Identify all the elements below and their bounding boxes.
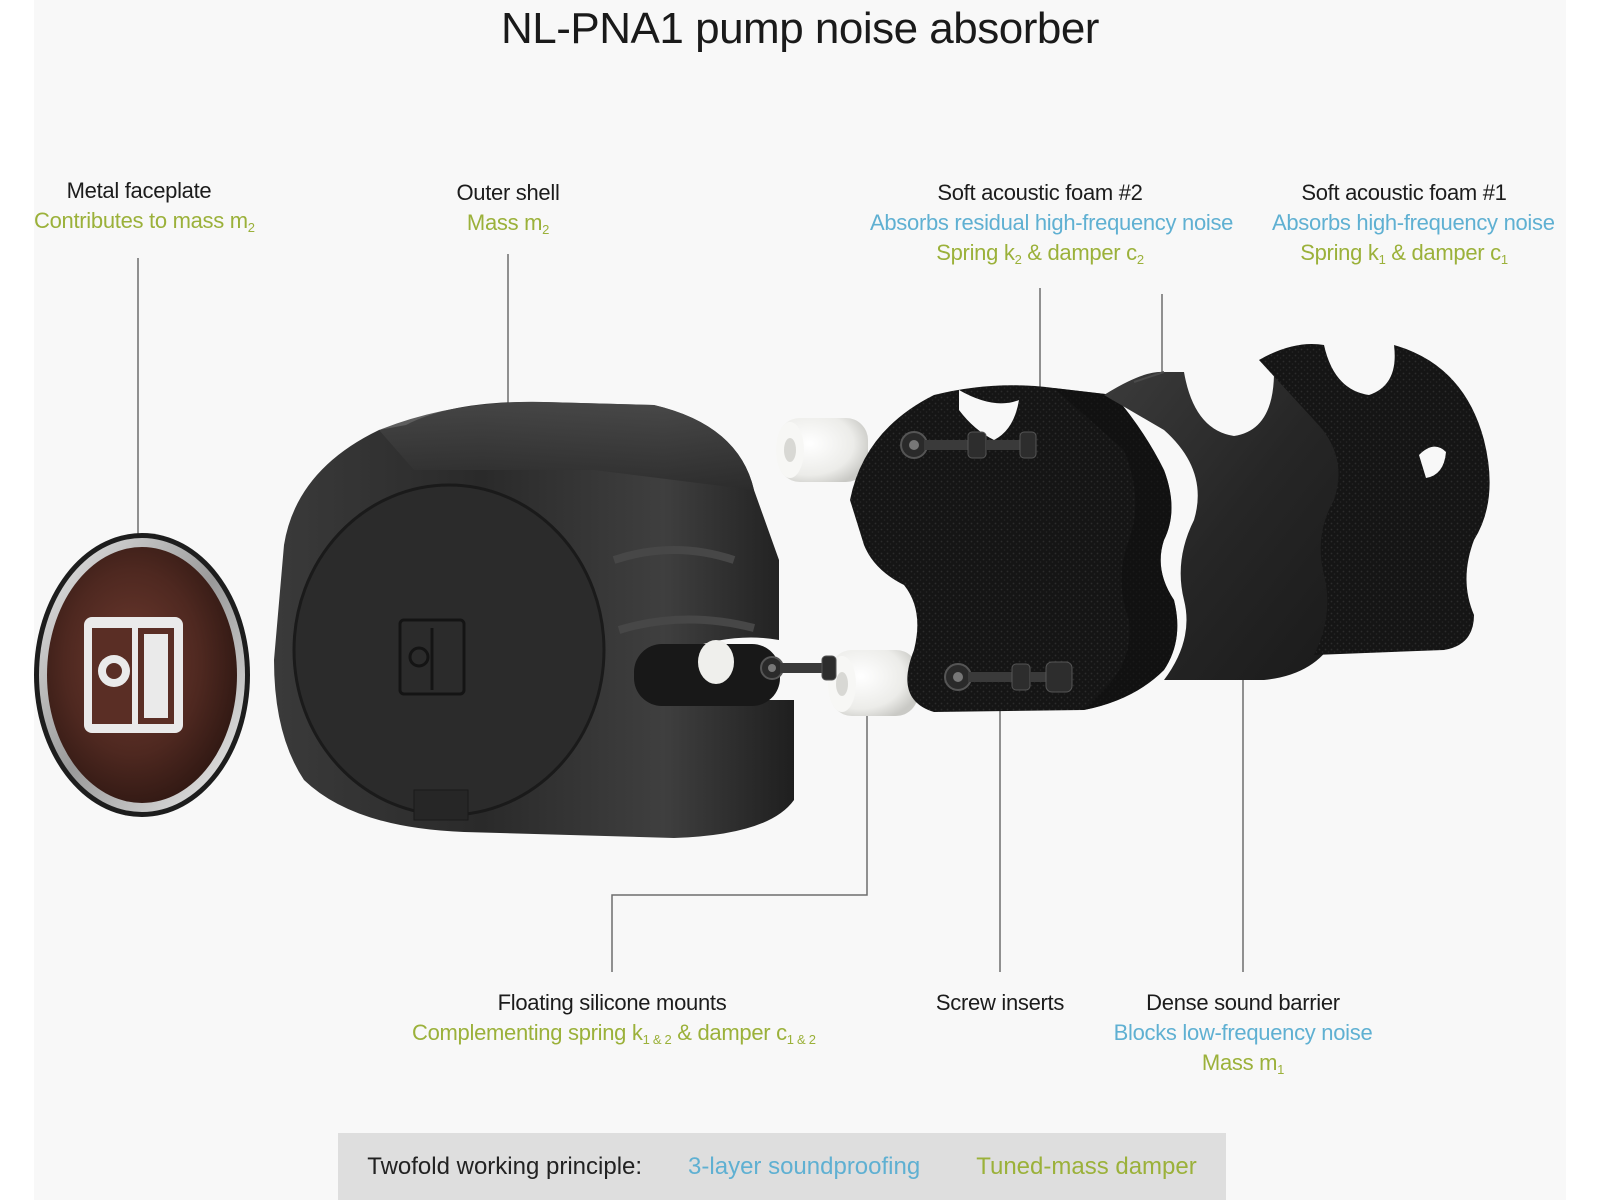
outer-shell-part	[274, 401, 794, 838]
acoustic-foam-2-part	[850, 385, 1178, 712]
principle-lead: Twofold working principle:	[367, 1152, 643, 1180]
metal-faceplate-name: Metal faceplate	[66, 178, 212, 203]
sound-barrier-mass: Mass m1	[1201, 1050, 1285, 1077]
label-outer-shell: Outer shell Mass m2	[408, 178, 608, 245]
screw-insert-part-upper	[900, 431, 1037, 459]
foam2-name: Soft acoustic foam #2	[937, 180, 1143, 205]
label-foam2: Soft acoustic foam #2 Absorbs residual h…	[870, 178, 1234, 275]
diagram-canvas: NL-PNA1 pump noise absorber	[34, 0, 1566, 1200]
silicone-mount-part-hidden	[698, 640, 734, 684]
metal-faceplate-part	[34, 533, 250, 817]
foam1-function: Absorbs high-frequency noise	[1272, 210, 1555, 235]
silicone-mounts-spring-damper: Complementing spring k1 & 2 & damper c1 …	[412, 1020, 816, 1047]
label-metal-faceplate: Metal faceplate Contributes to mass m2	[34, 176, 255, 243]
sound-barrier-function: Blocks low-frequency noise	[1113, 1020, 1373, 1045]
diagram-title: NL-PNA1 pump noise absorber	[501, 4, 1099, 53]
silicone-mount-part-upper	[776, 418, 868, 482]
screw-insert-part-shell	[760, 655, 837, 681]
shell-logo-icon	[398, 618, 466, 696]
acoustic-foam-1-part	[1259, 344, 1490, 655]
outer-shell-name: Outer shell	[456, 180, 560, 205]
label-screw-inserts: Screw inserts	[910, 988, 1090, 1018]
exploded-view-illustration	[34, 254, 1490, 972]
working-principle-banner: Twofold working principle: 3-layer sound…	[338, 1133, 1226, 1200]
foam2-spring-damper: Spring k2 & damper c2	[936, 240, 1144, 267]
leader-lines	[137, 254, 1244, 972]
dense-sound-barrier-part	[1104, 371, 1346, 680]
principle-tuned-mass-damper: Tuned-mass damper	[976, 1152, 1197, 1180]
leader-silicone	[611, 690, 868, 972]
label-foam1: Soft acoustic foam #1 Absorbs high-frequ…	[1272, 178, 1555, 275]
screw-inserts-name: Screw inserts	[935, 990, 1065, 1015]
sound-barrier-name: Dense sound barrier	[1146, 990, 1340, 1015]
screw-insert-part-lower	[944, 661, 1073, 693]
principle-soundproofing: 3-layer soundproofing	[688, 1152, 921, 1180]
silicone-mount-part-lower	[828, 650, 918, 716]
foam2-function: Absorbs residual high-frequency noise	[870, 210, 1234, 235]
label-silicone-mounts: Floating silicone mounts Complementing s…	[412, 988, 816, 1055]
foam1-name: Soft acoustic foam #1	[1301, 180, 1507, 205]
outer-shell-detail: Mass m2	[466, 210, 550, 237]
metal-faceplate-detail: Contributes to mass m2	[34, 208, 255, 235]
label-sound-barrier: Dense sound barrier Blocks low-frequency…	[1108, 988, 1378, 1085]
silicone-mounts-name: Floating silicone mounts	[497, 990, 727, 1015]
foam1-spring-damper: Spring k1 & damper c1	[1300, 240, 1508, 267]
noctua-logo-icon	[84, 617, 183, 733]
